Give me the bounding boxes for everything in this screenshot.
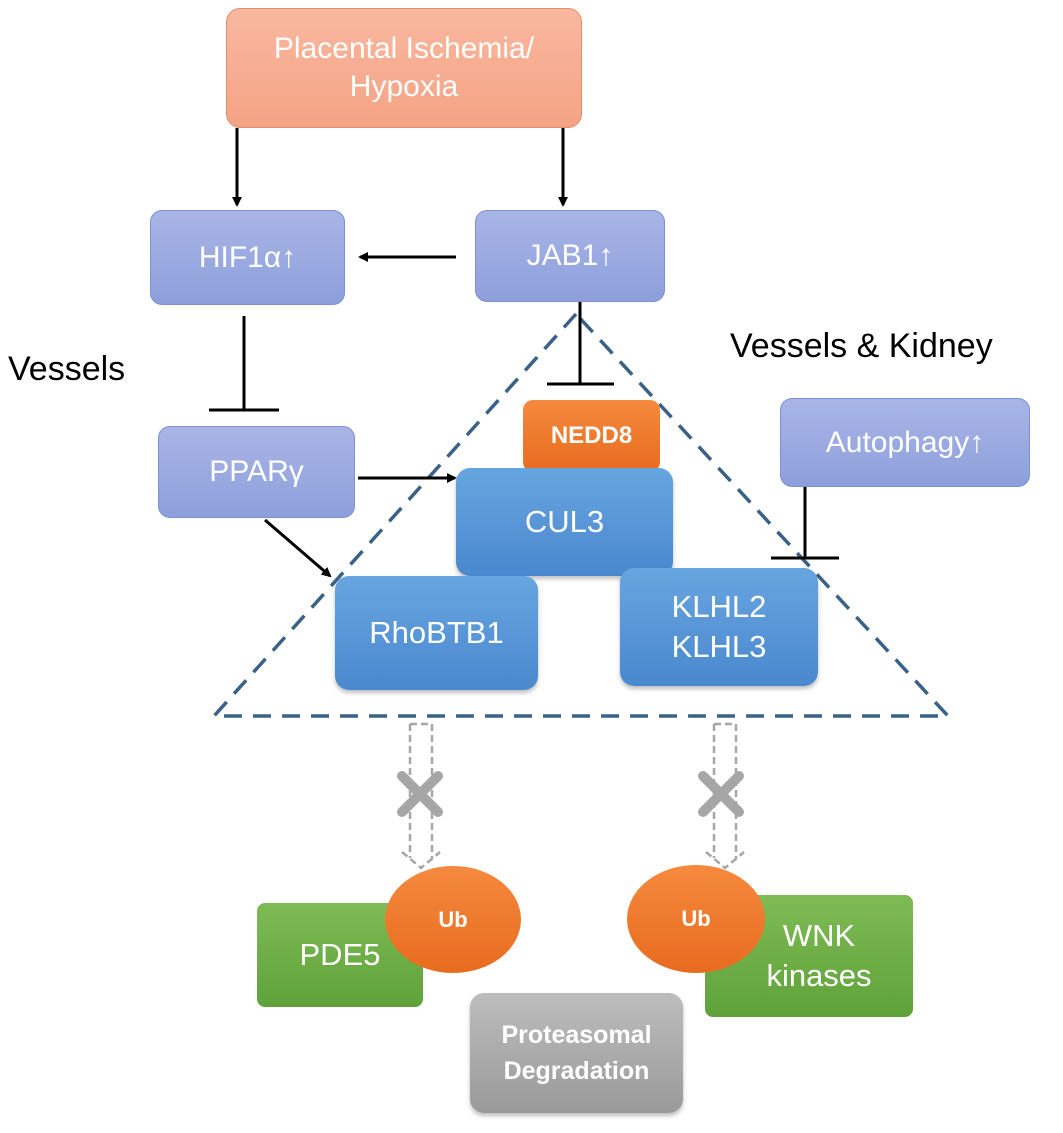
arrow-ppar-to-rhobtb1 — [264, 518, 332, 578]
node-placental-ischemia: Placental Ischemia/ Hypoxia — [226, 8, 582, 128]
inhibit-hif1a-ppar — [209, 316, 279, 412]
node-cul3: CUL3 — [456, 468, 673, 576]
node-hif1a: HIF1α↑ — [150, 210, 345, 305]
node-ub-right: Ub — [627, 865, 765, 973]
inhibit-autophagy-klhl — [771, 487, 839, 560]
label-vessels: Vessels — [8, 350, 126, 388]
inhibit-jab1-nedd8 — [547, 302, 614, 386]
node-klhl2-klhl3: KLHL2 KLHL3 — [620, 568, 818, 686]
node-nedd8: NEDD8 — [523, 400, 660, 472]
node-rhobtb1: RhoBTB1 — [335, 576, 538, 690]
block-x-icon-left — [397, 771, 443, 817]
node-ppar-gamma: PPARγ — [158, 426, 355, 518]
node-ub-left: Ub — [385, 866, 521, 973]
label-vessels-kidney: Vessels & Kidney — [730, 327, 993, 365]
node-proteasomal-degradation: Proteasomal Degradation — [470, 993, 683, 1113]
block-x-icon-right — [698, 771, 744, 817]
node-jab1: JAB1↑ — [475, 210, 665, 302]
node-autophagy: Autophagy↑ — [780, 398, 1030, 487]
complex-boundary-triangle — [210, 311, 953, 718]
